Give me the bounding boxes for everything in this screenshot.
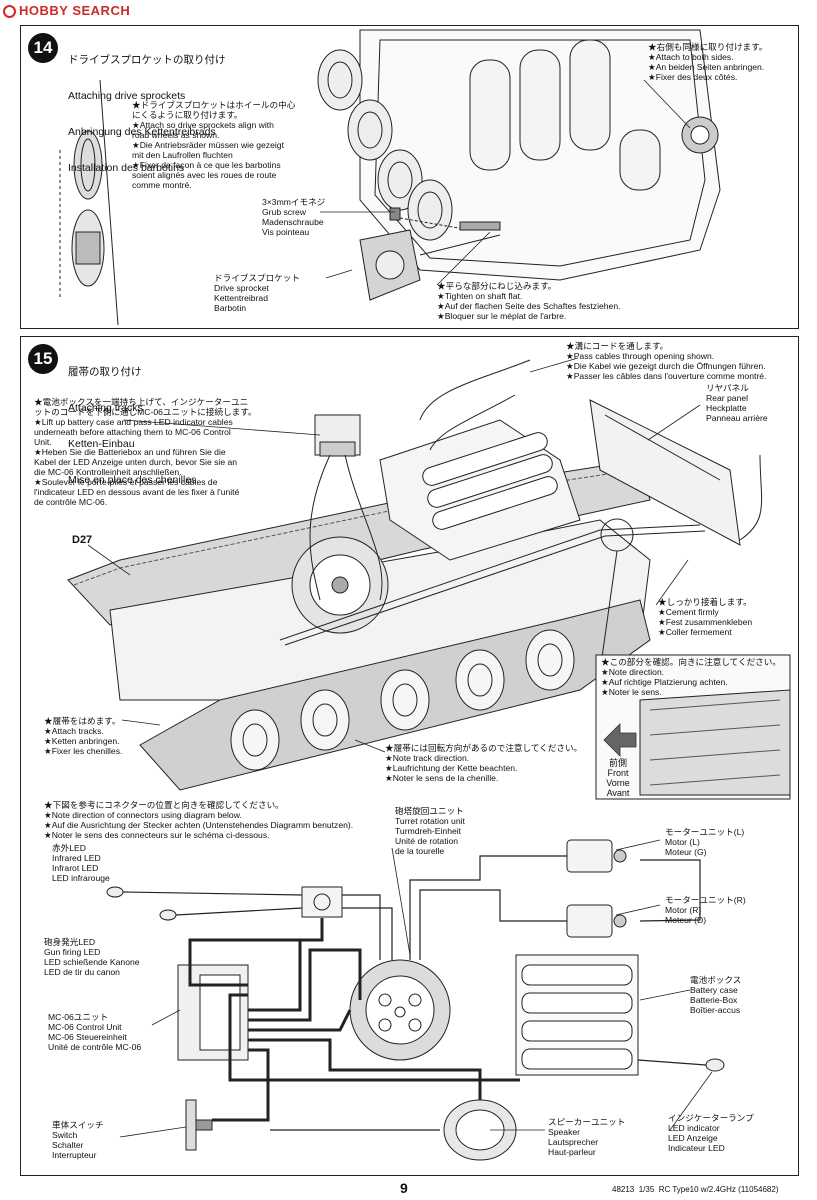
part-d27-label: D27: [72, 534, 93, 546]
step-14-title-fr: Installation des barbotins: [68, 162, 185, 174]
battery-case-label: 電池ボックス Battery case Batterie-Box Boîtier…: [690, 975, 742, 1015]
switch-label: 車体スイッチ Switch Schalter Interrupteur: [52, 1120, 104, 1160]
step-14-title: ドライブスプロケットの取り付け Attaching drive sprocket…: [68, 30, 226, 186]
speaker-label: スピーカーユニット Speaker Lautsprecher Haut-parl…: [548, 1117, 626, 1157]
direction-note: ★この部分を確認。向きに注意してください。 ★Note direction. ★…: [601, 657, 781, 697]
step-14-title-en: Attaching drive sprockets: [68, 90, 186, 102]
footer-product-code: 48213 1/35 RC Type10 w/2.4GHz (11054682): [612, 1185, 779, 1194]
connector-direction-note: ★下図を参考にコネクターの位置と向きを確認してください。 ★Note direc…: [44, 800, 354, 840]
battery-lift-note: ★電池ボックスを一端持ち上げて、インジケーターユニ ットのコードを下側に通しMC…: [34, 397, 257, 507]
step-15-number: 15: [28, 344, 58, 374]
sprocket-align-note: ★ドライブスプロケットはホイールの中心 にくるように取り付けます。 ★Attac…: [132, 100, 296, 190]
step-15-title-en: Attaching tracks: [68, 402, 143, 414]
pass-cables-note: ★溝にコードを通します。 ★Pass cables through openin…: [566, 341, 767, 381]
motor-r-label: モーターユニット(R) Motor (R) Moteur (D): [665, 895, 746, 925]
step-14-title-de: Anbringung des Kettentreibrads: [68, 126, 216, 138]
step-15-title-fr: Mise en place des chenilles: [68, 474, 197, 486]
front-direction-label: 前側 Front Vorne Avant: [606, 758, 630, 798]
led-indicator-label: インジケーターランプ LED indicator LED Anzeige Ind…: [668, 1113, 754, 1153]
cement-note: ★しっかり接着します。 ★Cement firmly ★Fest zusamme…: [658, 597, 753, 637]
drive-sprocket-label: ドライブスプロケット Drive sprocket Kettentreibrad…: [214, 273, 300, 313]
mc06-unit-label: MC-06ユニット MC-06 Control Unit MC-06 Steue…: [48, 1012, 142, 1052]
logo-text: HOBBY SEARCH: [19, 3, 131, 18]
attach-tracks-note: ★履帯をはめます。 ★Attach tracks. ★Ketten anbrin…: [44, 716, 123, 756]
shaft-flat-note: ★平らな部分にねじ込みます。 ★Tighten on shaft flat. ★…: [437, 281, 621, 321]
hobby-search-logo: HOBBY SEARCH: [3, 3, 130, 18]
track-direction-note: ★履帯には回転方向があるので注意してください。 ★Note track dire…: [385, 743, 583, 783]
gun-firing-led-label: 砲身発光LED Gun firing LED LED schießende Ka…: [44, 937, 140, 977]
rear-panel-label: リヤパネル Rear panel Heckplatte Panneau arri…: [706, 383, 768, 423]
step-15-title: 履帯の取り付け Attaching tracks Ketten-Einbau M…: [68, 342, 196, 498]
motor-l-label: モーターユニット(L) Motor (L) Moteur (G): [665, 827, 745, 857]
infrared-led-label: 赤外LED Infrared LED Infrarot LED LED infr…: [52, 843, 110, 883]
both-sides-note: ★右側も同様に取り付けます。 ★Attach to both sides. ★A…: [648, 42, 768, 82]
step-15-title-jp: 履帯の取り付け: [68, 366, 142, 378]
step-14-number: 14: [28, 33, 58, 63]
step-15-title-de: Ketten-Einbau: [68, 438, 135, 450]
page-number: 9: [400, 1180, 408, 1196]
grub-screw-label: 3×3mmイモネジ Grub screw Madenschraube Vis p…: [262, 197, 326, 237]
turret-unit-label: 砲塔旋回ユニット Turret rotation unit Turmdreh-E…: [395, 806, 465, 856]
step-14-title-jp: ドライブスプロケットの取り付け: [68, 54, 226, 66]
